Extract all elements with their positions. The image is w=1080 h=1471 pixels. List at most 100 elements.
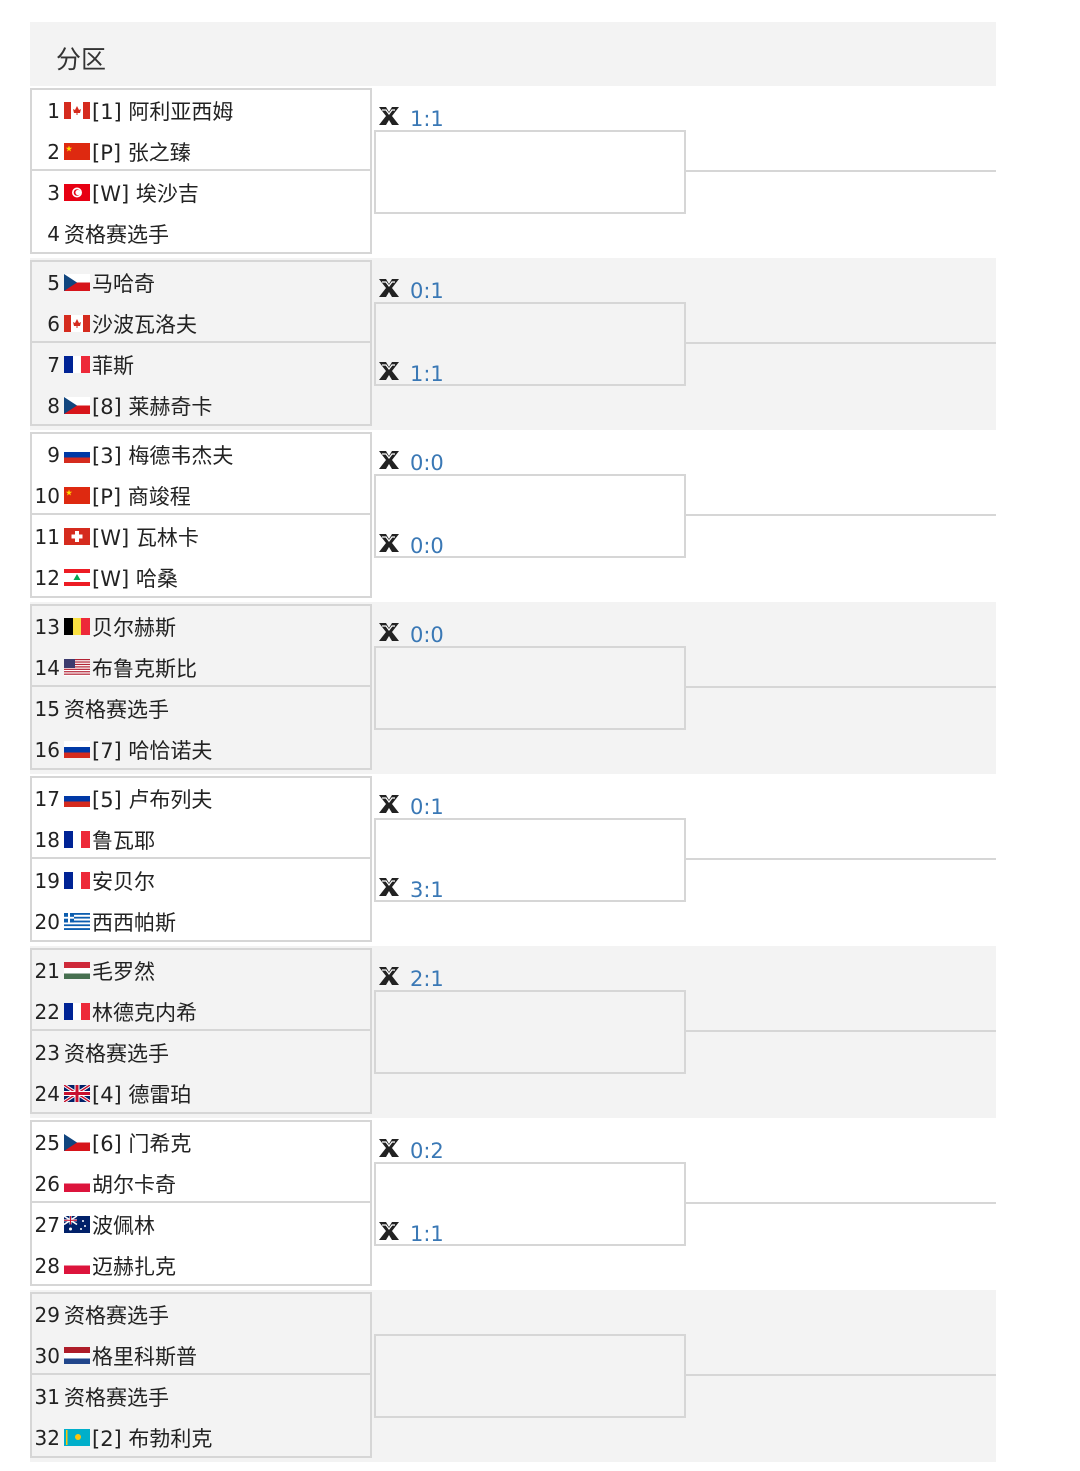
h2h-icon (376, 620, 402, 649)
player-name[interactable]: [2] 布勃利克 (92, 1426, 213, 1451)
player-row[interactable]: 9[3] 梅德韦杰夫 (30, 434, 372, 475)
player-row[interactable]: 10 [P] 商竣程 (30, 475, 372, 516)
player-name[interactable]: 格里科斯普 (92, 1344, 197, 1369)
head-to-head-score[interactable]: 0:1 (374, 276, 444, 305)
player-row[interactable]: 1 [1] 阿利亚西姆 (30, 90, 372, 131)
player-name[interactable]: [7] 哈恰诺夫 (92, 738, 213, 763)
player-name[interactable]: [W] 哈桑 (92, 566, 178, 591)
player-name[interactable]: 资格赛选手 (64, 1303, 169, 1328)
player-row[interactable]: 16[7] 哈恰诺夫 (30, 729, 372, 770)
player-name[interactable]: [5] 卢布列夫 (92, 787, 213, 812)
head-to-head-score[interactable]: 1:1 (374, 359, 444, 388)
player-name[interactable]: [3] 梅德韦杰夫 (92, 443, 234, 468)
player-name[interactable]: [W] 瓦林卡 (92, 525, 199, 550)
head-to-head-score[interactable]: 0:0 (374, 620, 444, 649)
player-name[interactable]: 马哈奇 (92, 271, 155, 296)
player-name[interactable]: 资格赛选手 (64, 697, 169, 722)
player-name[interactable]: 资格赛选手 (64, 222, 169, 247)
player-name[interactable]: 毛罗然 (92, 959, 155, 984)
australia-flag-icon (63, 1215, 90, 1233)
h2h-score-text: 0:1 (410, 278, 444, 303)
czech-flag-icon (64, 397, 90, 414)
player-name[interactable]: 鲁瓦耶 (92, 828, 155, 853)
round3-connector (684, 1374, 996, 1376)
match-divider (30, 1029, 372, 1031)
head-to-head-score[interactable]: 0:2 (374, 1136, 444, 1165)
match-divider (30, 341, 372, 343)
draw-position: 14 (34, 655, 60, 680)
head-to-head-score[interactable]: 2:1 (374, 964, 444, 993)
match-box (30, 1120, 372, 1286)
match-box (30, 260, 372, 426)
round3-connector (684, 514, 996, 516)
h2h-icon (376, 359, 402, 388)
player-name[interactable]: [8] 莱赫奇卡 (92, 394, 213, 419)
player-row[interactable]: 17[5] 卢布列夫 (30, 778, 372, 819)
head-to-head-score[interactable]: 3:1 (374, 875, 444, 904)
match-divider (30, 513, 372, 515)
head-to-head-score[interactable]: 0:1 (374, 792, 444, 821)
player-name[interactable]: [P] 商竣程 (92, 484, 191, 509)
player-name[interactable]: 波佩林 (92, 1213, 155, 1238)
draw-position: 10 (34, 483, 60, 508)
player-name[interactable]: 布鲁克斯比 (92, 656, 197, 681)
player-name[interactable]: 资格赛选手 (64, 1041, 169, 1066)
player-name[interactable]: [6] 门希克 (92, 1131, 192, 1156)
player-name[interactable]: 林德克内希 (92, 1000, 197, 1025)
china-flag-icon (64, 143, 90, 160)
player-name[interactable]: 胡尔卡奇 (92, 1172, 176, 1197)
player-name[interactable]: [1] 阿利亚西姆 (92, 99, 234, 124)
player-row[interactable]: 25[6] 门希克 (30, 1122, 372, 1163)
lebanon-flag-icon (64, 569, 90, 586)
player-name[interactable]: 安贝尔 (92, 869, 155, 894)
player-row[interactable]: 12[W] 哈桑 (30, 557, 372, 598)
match-box (30, 604, 372, 770)
player-name[interactable]: [4] 德雷珀 (92, 1082, 192, 1107)
player-row[interactable]: 11[W] 瓦林卡 (30, 516, 372, 557)
h2h-score-text: 1:1 (410, 1221, 444, 1246)
round3-connector (684, 1202, 996, 1204)
player-row[interactable]: 8[8] 莱赫奇卡 (30, 385, 372, 426)
player-name[interactable]: 菲斯 (92, 353, 134, 378)
belgium-flag-icon (64, 618, 90, 635)
player-row[interactable]: 24 [4] 德雷珀 (30, 1073, 372, 1114)
player-name[interactable]: 贝尔赫斯 (92, 615, 176, 640)
player-name[interactable]: 沙波瓦洛夫 (92, 312, 197, 337)
head-to-head-score[interactable]: 0:0 (374, 448, 444, 477)
player-row[interactable]: 14 布鲁克斯比 (30, 647, 372, 688)
head-to-head-score[interactable]: 0:0 (374, 531, 444, 560)
h2h-icon (376, 276, 402, 305)
head-to-head-score[interactable]: 1:1 (374, 1219, 444, 1248)
player-row[interactable]: 3 [W] 埃沙吉 (30, 172, 372, 213)
player-name[interactable]: 迈赫扎克 (92, 1254, 176, 1279)
draw-position: 24 (34, 1081, 60, 1106)
player-name[interactable]: 资格赛选手 (64, 1385, 169, 1410)
player-name[interactable]: 西西帕斯 (92, 910, 176, 935)
draw-position: 3 (47, 180, 60, 205)
player-row[interactable]: 2[P] 张之臻 (30, 131, 372, 172)
draw-position: 1 (47, 98, 60, 123)
player-name[interactable]: [P] 张之臻 (92, 140, 191, 165)
player-name[interactable]: [W] 埃沙吉 (92, 181, 199, 206)
head-to-head-score[interactable]: 1:1 (374, 104, 444, 133)
player-row[interactable]: 32[2] 布勃利克 (30, 1417, 372, 1458)
